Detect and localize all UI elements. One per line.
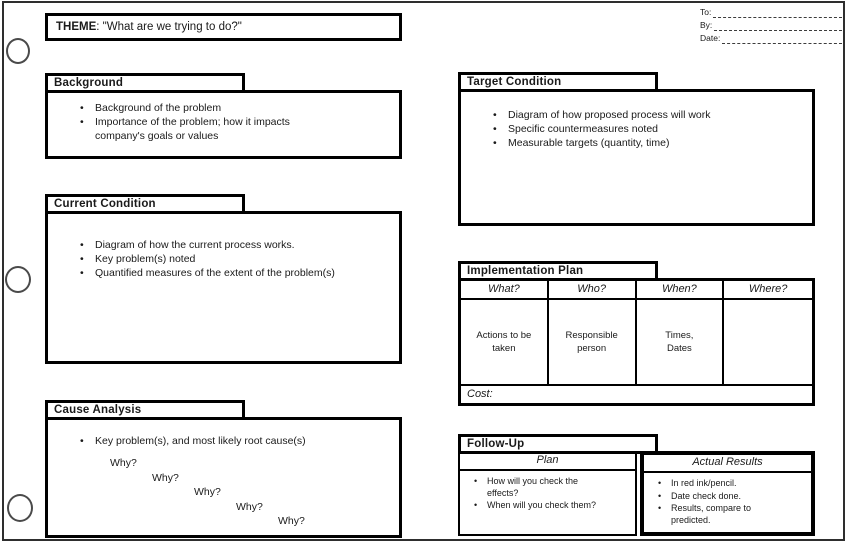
follow-up-tab: Follow-Up xyxy=(458,434,658,454)
bullet-item: How will you check the effects? xyxy=(474,476,607,499)
to-field: To: xyxy=(700,5,842,18)
plan-header: Plan xyxy=(460,453,635,471)
current-condition-tab: Current Condition xyxy=(45,194,245,214)
theme-label: THEME xyxy=(56,21,97,33)
follow-up-panels: Plan How will you check the effects? Whe… xyxy=(458,451,815,536)
fill-in-line xyxy=(713,8,842,18)
actual-results-panel: Actual Results In red ink/pencil. Date c… xyxy=(640,451,815,536)
bullet-list: Key problem(s), and most likely root cau… xyxy=(48,434,399,448)
section-title: Follow-Up xyxy=(467,438,525,450)
by-field: By: xyxy=(700,18,842,31)
why-item: Why? xyxy=(194,486,221,498)
actual-results-header: Actual Results xyxy=(644,455,811,473)
column-header-who: Who? xyxy=(548,281,637,300)
date-field: Date: xyxy=(700,31,842,44)
bullet-item: Diagram of how proposed process will wor… xyxy=(491,108,798,122)
why-item: Why? xyxy=(110,457,137,469)
hole-punch-icon xyxy=(7,494,33,522)
table-cell-who: Responsible person xyxy=(549,300,637,384)
bullet-item: When will you check them? xyxy=(474,500,607,512)
plan-panel: Plan How will you check the effects? Whe… xyxy=(458,451,637,536)
routing-block: To: By: Date: xyxy=(700,5,842,44)
bullet-item: Specific countermeasures noted xyxy=(491,122,798,136)
column-header-where: Where? xyxy=(724,281,812,300)
bullet-list: Background of the problem Importance of … xyxy=(48,101,399,143)
bullet-item: Background of the problem xyxy=(78,101,340,115)
date-label: Date: xyxy=(700,33,721,43)
column-header-what: What? xyxy=(461,281,549,300)
cause-analysis-panel: Key problem(s), and most likely root cau… xyxy=(45,417,402,538)
bullet-item: Key problem(s), and most likely root cau… xyxy=(78,434,395,448)
column-header-when: When? xyxy=(636,281,725,300)
cause-analysis-section: Cause Analysis Key problem(s), and most … xyxy=(45,400,402,538)
to-label: To: xyxy=(700,7,712,17)
bullet-list: Diagram of how the current process works… xyxy=(48,238,399,280)
implementation-plan-tab: Implementation Plan xyxy=(458,261,658,281)
target-condition-section: Target Condition Diagram of how proposed… xyxy=(458,72,815,226)
implementation-plan-table: What? Who? When? Where? Actions to be ta… xyxy=(458,278,815,406)
table-cell-what: Actions to be taken xyxy=(461,300,549,384)
by-label: By: xyxy=(700,20,713,30)
current-condition-section: Current Condition Diagram of how the cur… xyxy=(45,194,402,364)
bullet-item: Results, compare to predicted. xyxy=(658,503,783,526)
fill-in-line xyxy=(722,34,842,44)
background-section: Background Background of the problem Imp… xyxy=(45,73,402,159)
bullet-item: Measurable targets (quantity, time) xyxy=(491,136,798,150)
section-title: Background xyxy=(54,77,124,89)
bullet-list: How will you check the effects? When wil… xyxy=(460,476,635,512)
why-item: Why? xyxy=(152,471,179,484)
background-panel: Background of the problem Importance of … xyxy=(45,90,402,159)
section-title: Target Condition xyxy=(467,76,562,88)
cause-analysis-tab: Cause Analysis xyxy=(45,400,245,420)
background-tab: Background xyxy=(45,73,245,93)
bullet-item: In red ink/pencil. xyxy=(658,478,783,490)
bullet-item: Key problem(s) noted xyxy=(78,252,340,266)
table-cell-when: Times, Dates xyxy=(637,300,725,384)
fill-in-line xyxy=(714,21,842,31)
bullet-item: Importance of the problem; how it impact… xyxy=(78,115,340,143)
target-condition-tab: Target Condition xyxy=(458,72,658,92)
implementation-plan-section: Implementation Plan What? Who? When? Whe… xyxy=(458,261,815,406)
current-condition-panel: Diagram of how the current process works… xyxy=(45,211,402,364)
section-title: Implementation Plan xyxy=(467,265,584,277)
bullet-item: Diagram of how the current process works… xyxy=(78,238,340,252)
cost-row: Cost: xyxy=(461,384,812,403)
bullet-item: Date check done. xyxy=(658,491,783,503)
section-title: Current Condition xyxy=(54,198,156,210)
theme-text: : "What are we trying to do?" xyxy=(96,21,242,33)
table-cell-where xyxy=(724,300,812,384)
section-title: Cause Analysis xyxy=(54,404,142,416)
bullet-list: In red ink/pencil. Date check done. Resu… xyxy=(644,478,811,526)
hole-punch-icon xyxy=(5,266,31,293)
why-item: Why? xyxy=(236,500,263,513)
bullet-item: Quantified measures of the extent of the… xyxy=(78,266,340,280)
target-condition-panel: Diagram of how proposed process will wor… xyxy=(458,89,815,226)
bullet-list: Diagram of how proposed process will wor… xyxy=(461,108,812,150)
theme-box: THEME: "What are we trying to do?" xyxy=(45,13,402,41)
follow-up-section: Follow-Up Plan How will you check the ef… xyxy=(458,434,815,536)
hole-punch-icon xyxy=(6,38,30,64)
why-item: Why? xyxy=(278,515,305,527)
